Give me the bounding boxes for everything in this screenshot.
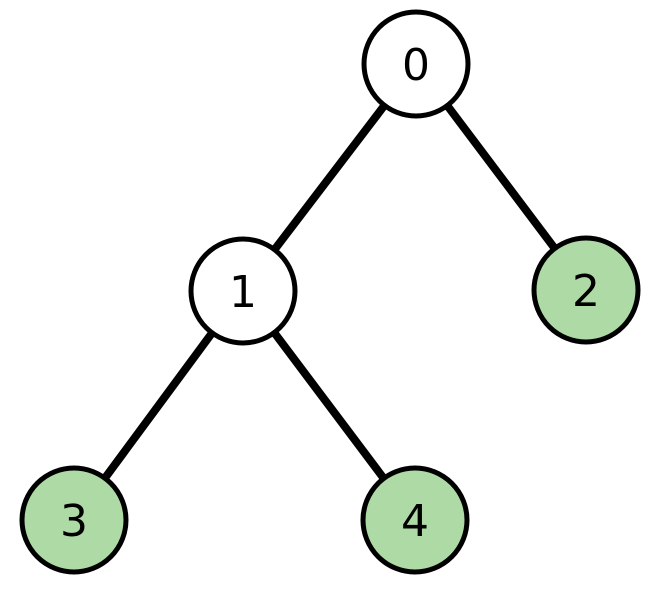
tree-node-circle-0	[361, 9, 471, 119]
tree-node-label-4: 4	[401, 496, 429, 547]
tree-node-1: 1	[188, 236, 298, 346]
tree-node-2: 2	[531, 235, 641, 345]
tree-node-circle-2	[531, 235, 641, 345]
tree-node-label-1: 1	[229, 267, 257, 318]
tree-node-circle-3	[19, 465, 129, 575]
tree-node-0: 0	[361, 9, 471, 119]
tree-node-label-3: 3	[60, 496, 88, 547]
tree-node-4: 4	[360, 465, 470, 575]
tree-node-label-2: 2	[572, 266, 600, 317]
tree-node-circle-4	[360, 465, 470, 575]
tree-node-3: 3	[19, 465, 129, 575]
tree-node-label-0: 0	[402, 40, 430, 91]
tree-node-circle-1	[188, 236, 298, 346]
